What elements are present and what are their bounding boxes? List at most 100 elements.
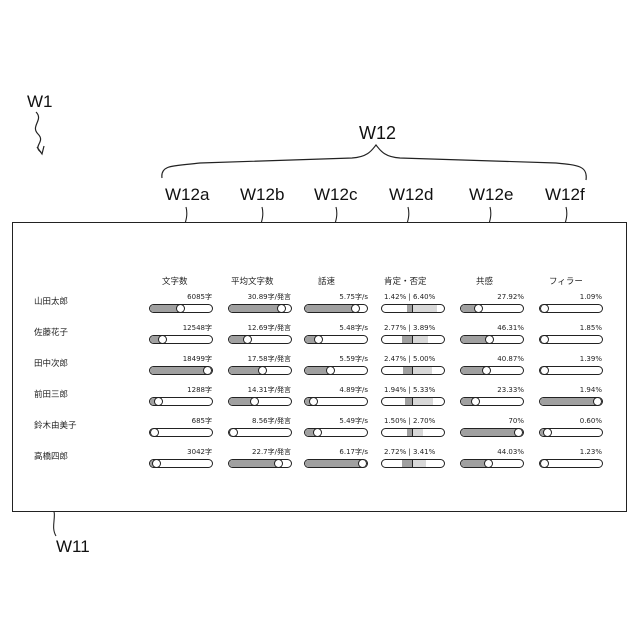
level-fill — [229, 460, 278, 467]
w12c-label: W12c — [314, 186, 357, 203]
participant-name: 田中次郎 — [34, 360, 68, 369]
participant-name: 佐藤花子 — [34, 329, 68, 338]
w11-label: W11 — [56, 538, 90, 555]
posneg-bar — [381, 304, 445, 313]
posneg-value: 1.94% | 5.33% — [384, 387, 435, 394]
level-fill — [229, 305, 281, 312]
empathy-bar — [460, 335, 524, 344]
empathy-value: 40.87% — [497, 356, 524, 363]
level-knob — [258, 366, 267, 375]
filler-bar — [539, 335, 603, 344]
center-divider — [412, 460, 413, 467]
level-knob — [540, 335, 549, 344]
header-char-count: 文字数 — [162, 278, 188, 287]
speed-value: 5.48字/s — [339, 325, 368, 332]
level-knob — [474, 304, 483, 313]
posneg-bar — [381, 397, 445, 406]
participant-name: 鈴木由美子 — [34, 422, 77, 431]
filler-value: 1.85% — [580, 325, 602, 332]
posneg-value: 2.47% | 5.00% — [384, 356, 435, 363]
avg-bar — [228, 459, 292, 468]
filler-value: 1.94% — [580, 387, 602, 394]
posneg-bar — [381, 335, 445, 344]
chars-value: 12548字 — [183, 325, 212, 332]
level-knob — [471, 397, 480, 406]
w12d-label: W12d — [389, 186, 433, 203]
center-divider — [412, 429, 413, 436]
speed-bar — [304, 459, 368, 468]
speed-value: 5.75字/s — [339, 294, 368, 301]
posneg-bar — [381, 428, 445, 437]
level-knob — [485, 335, 494, 344]
participant-name: 山田太郎 — [34, 298, 68, 307]
w12-brace — [162, 145, 586, 180]
w12f-label: W12f — [545, 186, 585, 203]
avg-bar — [228, 304, 292, 313]
speed-value: 4.89字/s — [339, 387, 368, 394]
speed-bar — [304, 304, 368, 313]
filler-value: 1.39% — [580, 356, 602, 363]
empathy-value: 44.03% — [497, 449, 524, 456]
empathy-bar — [460, 304, 524, 313]
avg-bar — [228, 397, 292, 406]
level-knob — [314, 335, 323, 344]
level-knob — [152, 459, 161, 468]
chars-value: 18499字 — [183, 356, 212, 363]
w12-label: W12 — [359, 124, 396, 142]
speed-value: 5.49字/s — [339, 418, 368, 425]
chars-value: 685字 — [192, 418, 212, 425]
w1-label: W1 — [27, 93, 53, 110]
filler-bar — [539, 428, 603, 437]
posneg-bar — [381, 366, 445, 375]
level-fill — [305, 305, 356, 312]
chars-bar — [149, 304, 213, 313]
speed-value: 5.59字/s — [339, 356, 368, 363]
w12b-label: W12b — [240, 186, 284, 203]
header-filler: フィラー — [549, 278, 583, 287]
level-knob — [313, 428, 322, 437]
level-knob — [351, 304, 360, 313]
level-knob — [274, 459, 283, 468]
participant-name: 前田三郎 — [34, 391, 68, 400]
filler-bar — [539, 459, 603, 468]
center-divider — [412, 367, 413, 374]
level-knob — [326, 366, 335, 375]
negative-fill — [413, 429, 423, 436]
posneg-value: 2.77% | 3.89% — [384, 325, 435, 332]
speed-bar — [304, 397, 368, 406]
posneg-value: 1.50% | 2.70% — [384, 418, 435, 425]
posneg-bar — [381, 459, 445, 468]
level-knob — [176, 304, 185, 313]
level-knob — [158, 335, 167, 344]
posneg-value: 2.72% | 3.41% — [384, 449, 435, 456]
chars-bar — [149, 397, 213, 406]
level-knob — [277, 304, 286, 313]
avg-bar — [228, 335, 292, 344]
negative-fill — [413, 460, 426, 467]
header-avg-chars: 平均文字数 — [231, 278, 274, 287]
level-knob — [150, 428, 159, 437]
avg-value: 14.31字/発言 — [248, 387, 291, 394]
level-knob — [229, 428, 238, 437]
header-speech-rate: 話速 — [318, 278, 335, 287]
center-divider — [412, 336, 413, 343]
chars-bar — [149, 428, 213, 437]
level-knob — [540, 459, 549, 468]
filler-bar — [539, 366, 603, 375]
level-knob — [243, 335, 252, 344]
level-knob — [482, 366, 491, 375]
avg-bar — [228, 366, 292, 375]
chars-bar — [149, 366, 213, 375]
speed-bar — [304, 335, 368, 344]
center-divider — [412, 305, 413, 312]
chars-bar — [149, 335, 213, 344]
filler-bar — [539, 304, 603, 313]
speed-bar — [304, 366, 368, 375]
w12e-label: W12e — [469, 186, 513, 203]
negative-fill — [413, 367, 432, 374]
header-empathy: 共感 — [476, 278, 493, 287]
empathy-bar — [460, 428, 524, 437]
level-knob — [309, 397, 318, 406]
empathy-bar — [460, 366, 524, 375]
filler-value: 0.60% — [580, 418, 602, 425]
